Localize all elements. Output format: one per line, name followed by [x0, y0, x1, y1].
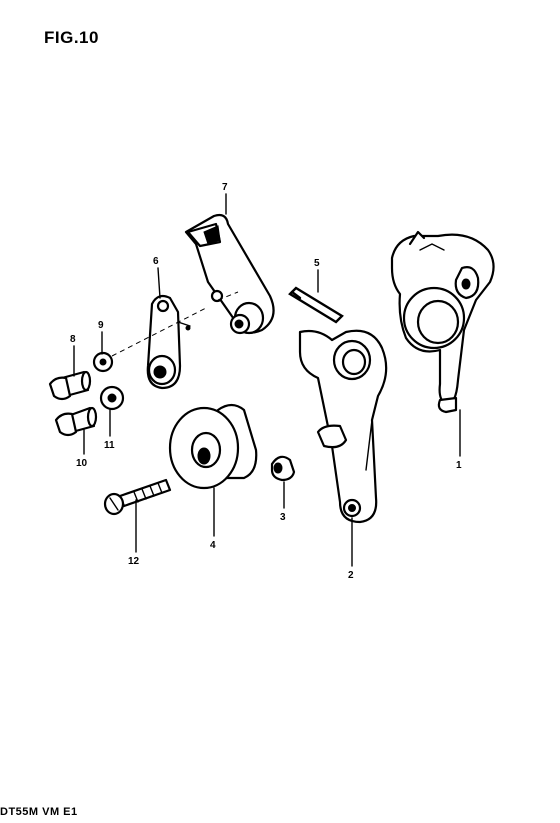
part-2-cam-plate[interactable] [298, 329, 388, 524]
figure-title: FIG.10 [44, 28, 99, 47]
part-12-bolt[interactable] [103, 478, 172, 516]
callout-11: 11 [104, 440, 115, 451]
part-6-lever[interactable] [146, 294, 191, 390]
part-7-link-arm[interactable] [184, 213, 275, 335]
callout-12: 12 [128, 556, 140, 567]
part-4-bushing[interactable] [168, 403, 258, 490]
part-9-washer[interactable] [92, 351, 114, 373]
callout-1: 1 [456, 460, 462, 471]
callout-5: 5 [314, 258, 320, 269]
leader-lines [73, 193, 461, 567]
callout-labels: 7 6 5 1 2 3 4 12 8 9 11 10 [70, 182, 462, 581]
part-11-washer[interactable] [99, 385, 125, 411]
callout-4: 4 [210, 540, 216, 551]
part-1-bracket[interactable] [390, 230, 495, 414]
part-5-pin[interactable] [288, 286, 344, 324]
callout-8: 8 [70, 334, 76, 345]
callout-2: 2 [348, 570, 354, 581]
alignment-line [217, 291, 239, 301]
part-10-bolt[interactable] [54, 406, 98, 437]
callout-9: 9 [98, 320, 104, 331]
callout-10: 10 [76, 458, 88, 469]
part-8-bolt[interactable] [48, 370, 92, 401]
callout-6: 6 [153, 256, 159, 267]
drawing-code: DT55M VM E1 [0, 806, 78, 818]
part-3-cap[interactable] [270, 455, 296, 482]
callout-3: 3 [280, 512, 286, 523]
callout-7: 7 [222, 182, 228, 193]
